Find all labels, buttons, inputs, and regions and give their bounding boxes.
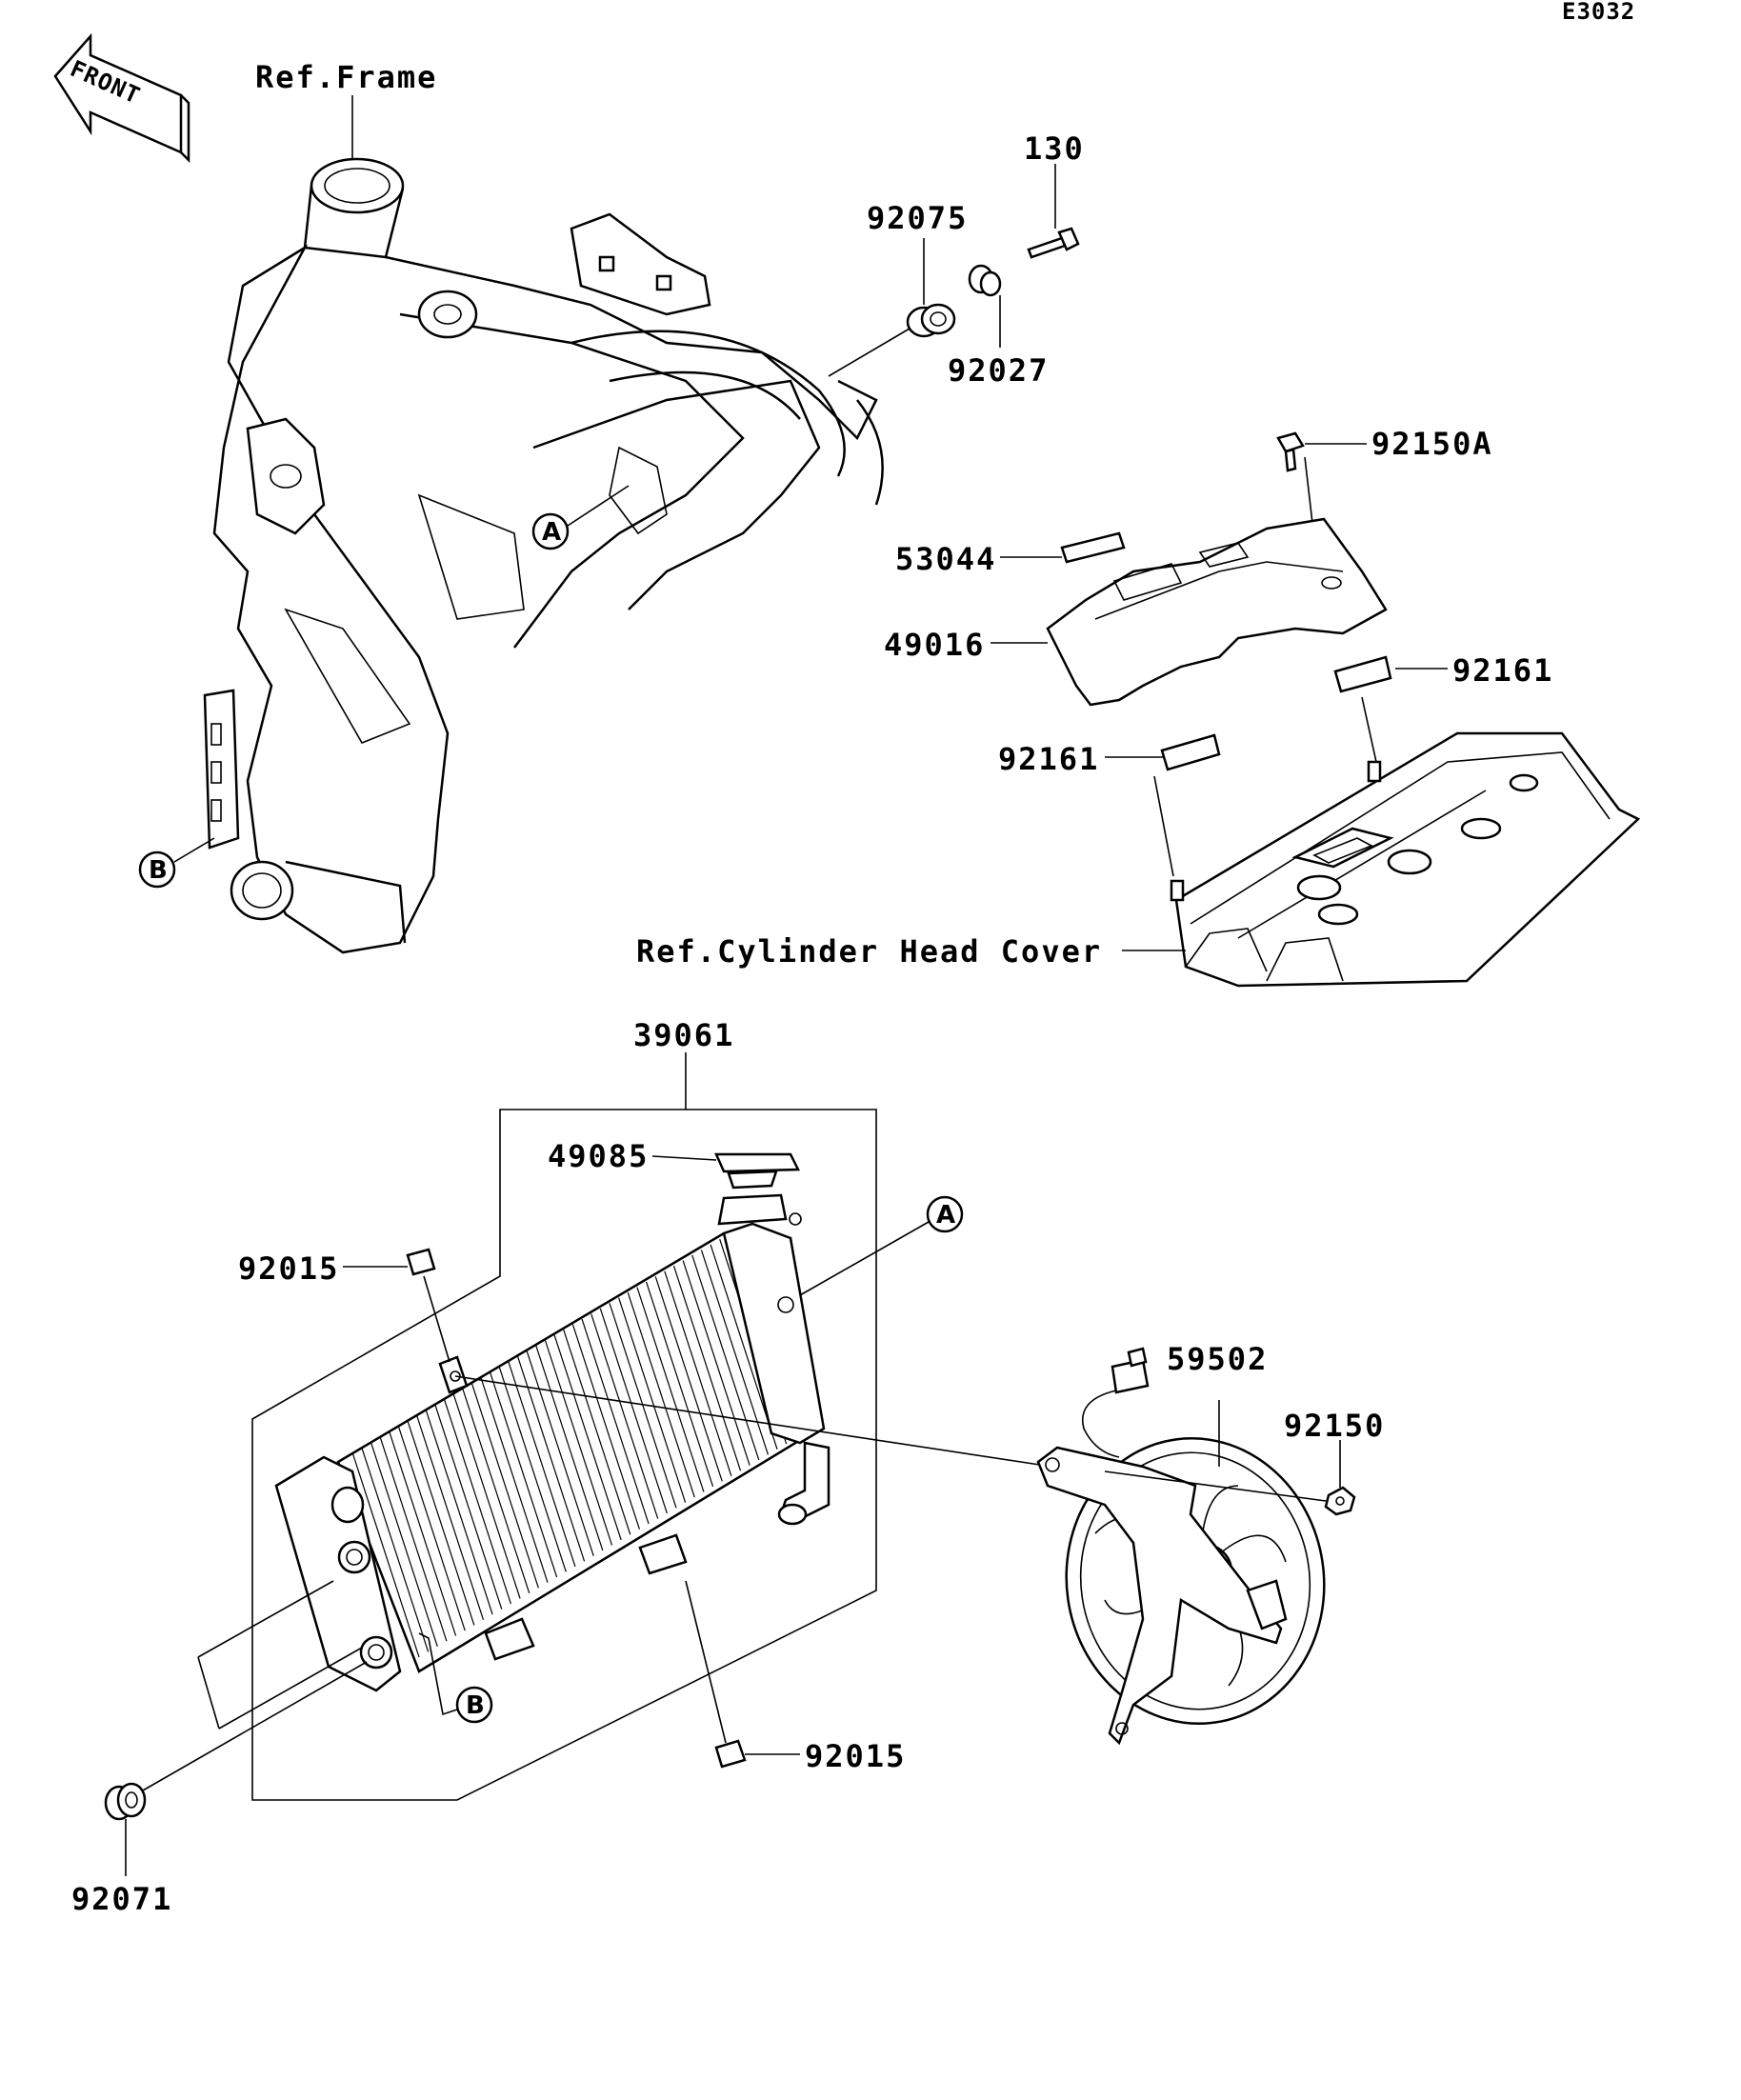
part-49085-radiator-cap [651, 1152, 800, 1190]
marker-b-radiator: B [418, 1632, 493, 1724]
radiator-fin [361, 1447, 430, 1652]
part-label-92150a: 92150A [1371, 426, 1493, 462]
part-label-130: 130 [1024, 130, 1085, 167]
part-92161-pad-right [1333, 655, 1448, 763]
radiator-fin [370, 1441, 438, 1647]
radiator-fin [434, 1404, 503, 1610]
radiator-fin [351, 1451, 420, 1658]
radiator-fin [664, 1270, 732, 1476]
cylinder-head-cover [1170, 731, 1641, 988]
part-92075-grommet [828, 238, 956, 377]
radiator-fin [654, 1276, 723, 1482]
radiator-fin [590, 1313, 659, 1519]
part-label-92075: 92075 [867, 200, 968, 236]
radiator-fin [682, 1260, 750, 1466]
part-49016-cover-plate [991, 517, 1388, 707]
radiator-fin [553, 1334, 622, 1541]
part-label-49016: 49016 [884, 627, 985, 663]
svg-text:A: A [542, 518, 561, 547]
radiator-fin [581, 1318, 650, 1525]
diagram-code: E3032 [1562, 0, 1635, 25]
radiator-fin [571, 1324, 640, 1530]
frame-illustration [203, 157, 884, 954]
radiator-fin [508, 1361, 576, 1568]
radiator-fin [691, 1254, 760, 1461]
part-92161-pad-left [1105, 733, 1221, 877]
radiator-fin [517, 1356, 586, 1562]
part-label-92150: 92150 [1284, 1408, 1385, 1444]
radiator-fin [636, 1287, 705, 1492]
ref-cylinder-head-cover-label: Ref.Cylinder Head Cover [636, 933, 1102, 970]
part-label-92015-top: 92015 [238, 1250, 339, 1287]
radiator-fin [535, 1345, 604, 1551]
radiator-fin [544, 1340, 613, 1546]
part-label-92071: 92071 [71, 1881, 172, 1917]
part-130-bolt [1027, 164, 1080, 259]
part-label-92027: 92027 [948, 352, 1049, 389]
radiator-fin [563, 1330, 631, 1535]
part-92027-collar [968, 264, 1002, 348]
svg-text:B: B [149, 856, 168, 885]
part-label-92161-right: 92161 [1452, 652, 1553, 689]
part-label-53044: 53044 [895, 541, 996, 577]
marker-b-frame: B [138, 837, 215, 889]
part-label-92015-bottom: 92015 [805, 1738, 906, 1774]
part-label-92161-left: 92161 [998, 741, 1099, 777]
radiator-fin [462, 1388, 530, 1594]
radiator-fin [397, 1425, 466, 1631]
part-92071-grommet [104, 1661, 368, 1876]
radiator-fin [415, 1414, 485, 1621]
ref-frame-label: Ref.Frame [255, 59, 437, 95]
radiator-fin [452, 1393, 521, 1599]
radiator-fin [490, 1371, 558, 1578]
radiator-fin [379, 1436, 448, 1642]
radiator-fin [470, 1383, 539, 1589]
radiator-fin [700, 1250, 769, 1455]
radiator-fin [609, 1303, 677, 1509]
marker-a-frame: A [531, 485, 630, 550]
radiator-fin [526, 1350, 594, 1556]
radiator-fin [425, 1410, 493, 1615]
radiator-fin [646, 1281, 714, 1488]
radiator-fin [498, 1367, 567, 1572]
radiator-fin [672, 1265, 742, 1471]
part-92015-clip-bottom [685, 1580, 800, 1769]
radiator-group-bracket [251, 1052, 877, 1801]
part-label-49085: 49085 [548, 1138, 649, 1174]
radiator-fin [407, 1420, 475, 1626]
svg-text:A: A [936, 1201, 955, 1230]
svg-text:B: B [466, 1691, 485, 1720]
radiator-fin [480, 1377, 549, 1583]
radiator-fin [618, 1297, 687, 1503]
radiator-fin [627, 1291, 695, 1498]
part-92015-clip-top [343, 1248, 450, 1363]
radiator-39061 [274, 1193, 830, 1692]
part-59502-fan-assembly [1036, 1347, 1326, 1746]
part-53044-tube [1000, 531, 1126, 564]
part-label-59502: 59502 [1167, 1341, 1268, 1377]
part-92150-nut [1104, 1440, 1356, 1516]
part-label-39061: 39061 [633, 1017, 734, 1053]
radiator-fin [389, 1430, 457, 1636]
front-arrow-icon: FRONT [53, 32, 190, 164]
marker-a-radiator: A [799, 1195, 964, 1296]
radiator-fin [599, 1308, 668, 1514]
radiator-fin [443, 1398, 511, 1605]
